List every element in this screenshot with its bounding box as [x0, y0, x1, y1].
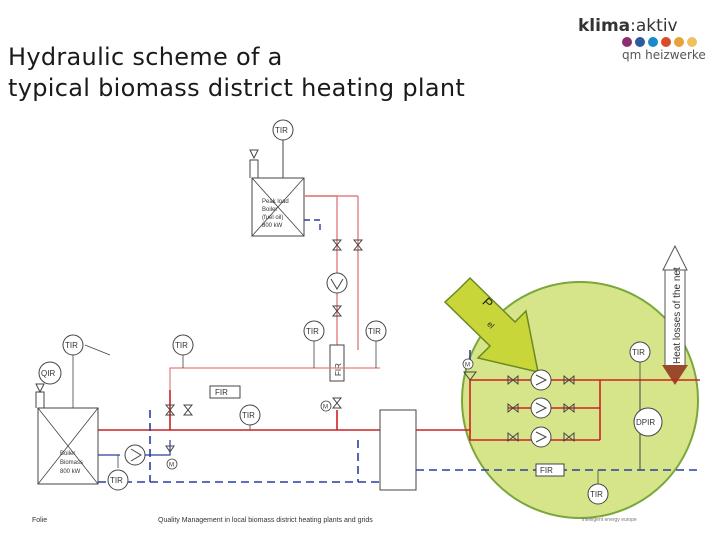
peak-branch-pipes: [304, 195, 359, 362]
peak-boiler-line-2: Boiler: [262, 207, 277, 213]
power-arrow-sub: el: [485, 320, 496, 331]
tir-sensor: [239, 404, 261, 426]
title-line-2: typical biomass district heating plant: [8, 74, 466, 102]
logo-dots: [622, 37, 697, 47]
motor-label: M: [465, 363, 470, 369]
biomass-boiler: Boiler Biomass 800 kW: [35, 383, 99, 485]
motor-valves: M M M: [166, 358, 474, 470]
supply-line-light: [169, 367, 380, 390]
tir-label: TIR: [368, 327, 381, 336]
peak-branch-valves: [331, 239, 364, 409]
tir-sensor: [62, 334, 84, 356]
tir-label: TIR: [65, 341, 78, 350]
peak-load-boiler: Peak load Boiler (fuel oil) 800 kW: [249, 149, 305, 237]
tir-sensor: [629, 341, 651, 363]
partner-logo-text: intelligent energy europe: [582, 517, 637, 523]
tir-label: TIR: [306, 327, 319, 336]
peak-boiler-line-3: (fuel oil): [262, 215, 283, 221]
tir-sensor: [272, 119, 294, 141]
dpir-label: DPIR: [636, 418, 655, 427]
tir-sensor: [303, 320, 325, 342]
fir-net-label: FIR: [540, 466, 553, 475]
motor-symbol: [462, 358, 474, 370]
bio-boiler-line-2: Biomass: [60, 460, 83, 466]
power-arrow: P el: [443, 276, 539, 373]
fir-boiler-label: FIR: [215, 388, 228, 397]
tir-label: TIR: [242, 411, 255, 420]
buffer-tank: [379, 409, 417, 491]
motor-symbol: [320, 400, 332, 412]
peak-boiler-line-1: Peak load: [262, 199, 289, 205]
logo-brand: klima:aktiv: [578, 16, 678, 36]
title-line-1: Hydraulic scheme of a: [8, 43, 283, 71]
logo-dot: [661, 37, 671, 47]
logo-dot: [622, 37, 632, 47]
tir-sensors: TIR TIR TIR TIR TIR TIR TIR TIR TIR: [62, 119, 651, 505]
motor-label: M: [169, 463, 174, 469]
footer-title: Quality Management in local biomass dist…: [158, 517, 373, 524]
logo-subtitle: qm heizwerke: [622, 48, 706, 62]
tir-sensor: [107, 469, 129, 491]
tir-sensor: [172, 334, 194, 356]
distribution-pipes: [416, 350, 700, 471]
bio-boiler-line-3: 800 kW: [60, 469, 81, 475]
return-line: [98, 410, 380, 483]
motor-label: M: [323, 405, 328, 411]
logo-dot: [648, 37, 658, 47]
logo-dot: [687, 37, 697, 47]
page-title: Hydraulic scheme of a typical biomass di…: [8, 42, 465, 104]
boiler-pump: [124, 440, 171, 466]
peak-boiler-line-4: 800 kW: [262, 223, 283, 229]
heat-losses-label: Heat losses of the net: [672, 267, 683, 364]
supply-line: [98, 390, 380, 431]
footer-folie: Folie: [32, 517, 48, 524]
tir-label: TIR: [175, 341, 188, 350]
qir-label: QIR: [41, 369, 55, 378]
network-valves: [463, 371, 575, 443]
tir-sensor: [587, 483, 609, 505]
logo-dot: [635, 37, 645, 47]
heat-losses-arrow: Heat losses of the net: [662, 244, 688, 385]
logo-dot: [674, 37, 684, 47]
klimaaktiv-logo: klima:aktiv qm heizwerke: [578, 16, 708, 66]
motor-symbol: [166, 458, 178, 470]
tir-sensor: [365, 320, 387, 342]
tir-label: TIR: [632, 348, 645, 357]
tir-label: TIR: [590, 490, 603, 499]
boiler-valves: [164, 404, 194, 453]
peak-branch-pump: [326, 272, 348, 294]
tir-label: TIR: [110, 476, 123, 485]
fir-vertical-label: FIR: [334, 363, 343, 376]
bio-boiler-line-1: Boiler: [60, 451, 75, 457]
network-pumps: [530, 369, 552, 448]
tir-label: TIR: [275, 126, 288, 135]
